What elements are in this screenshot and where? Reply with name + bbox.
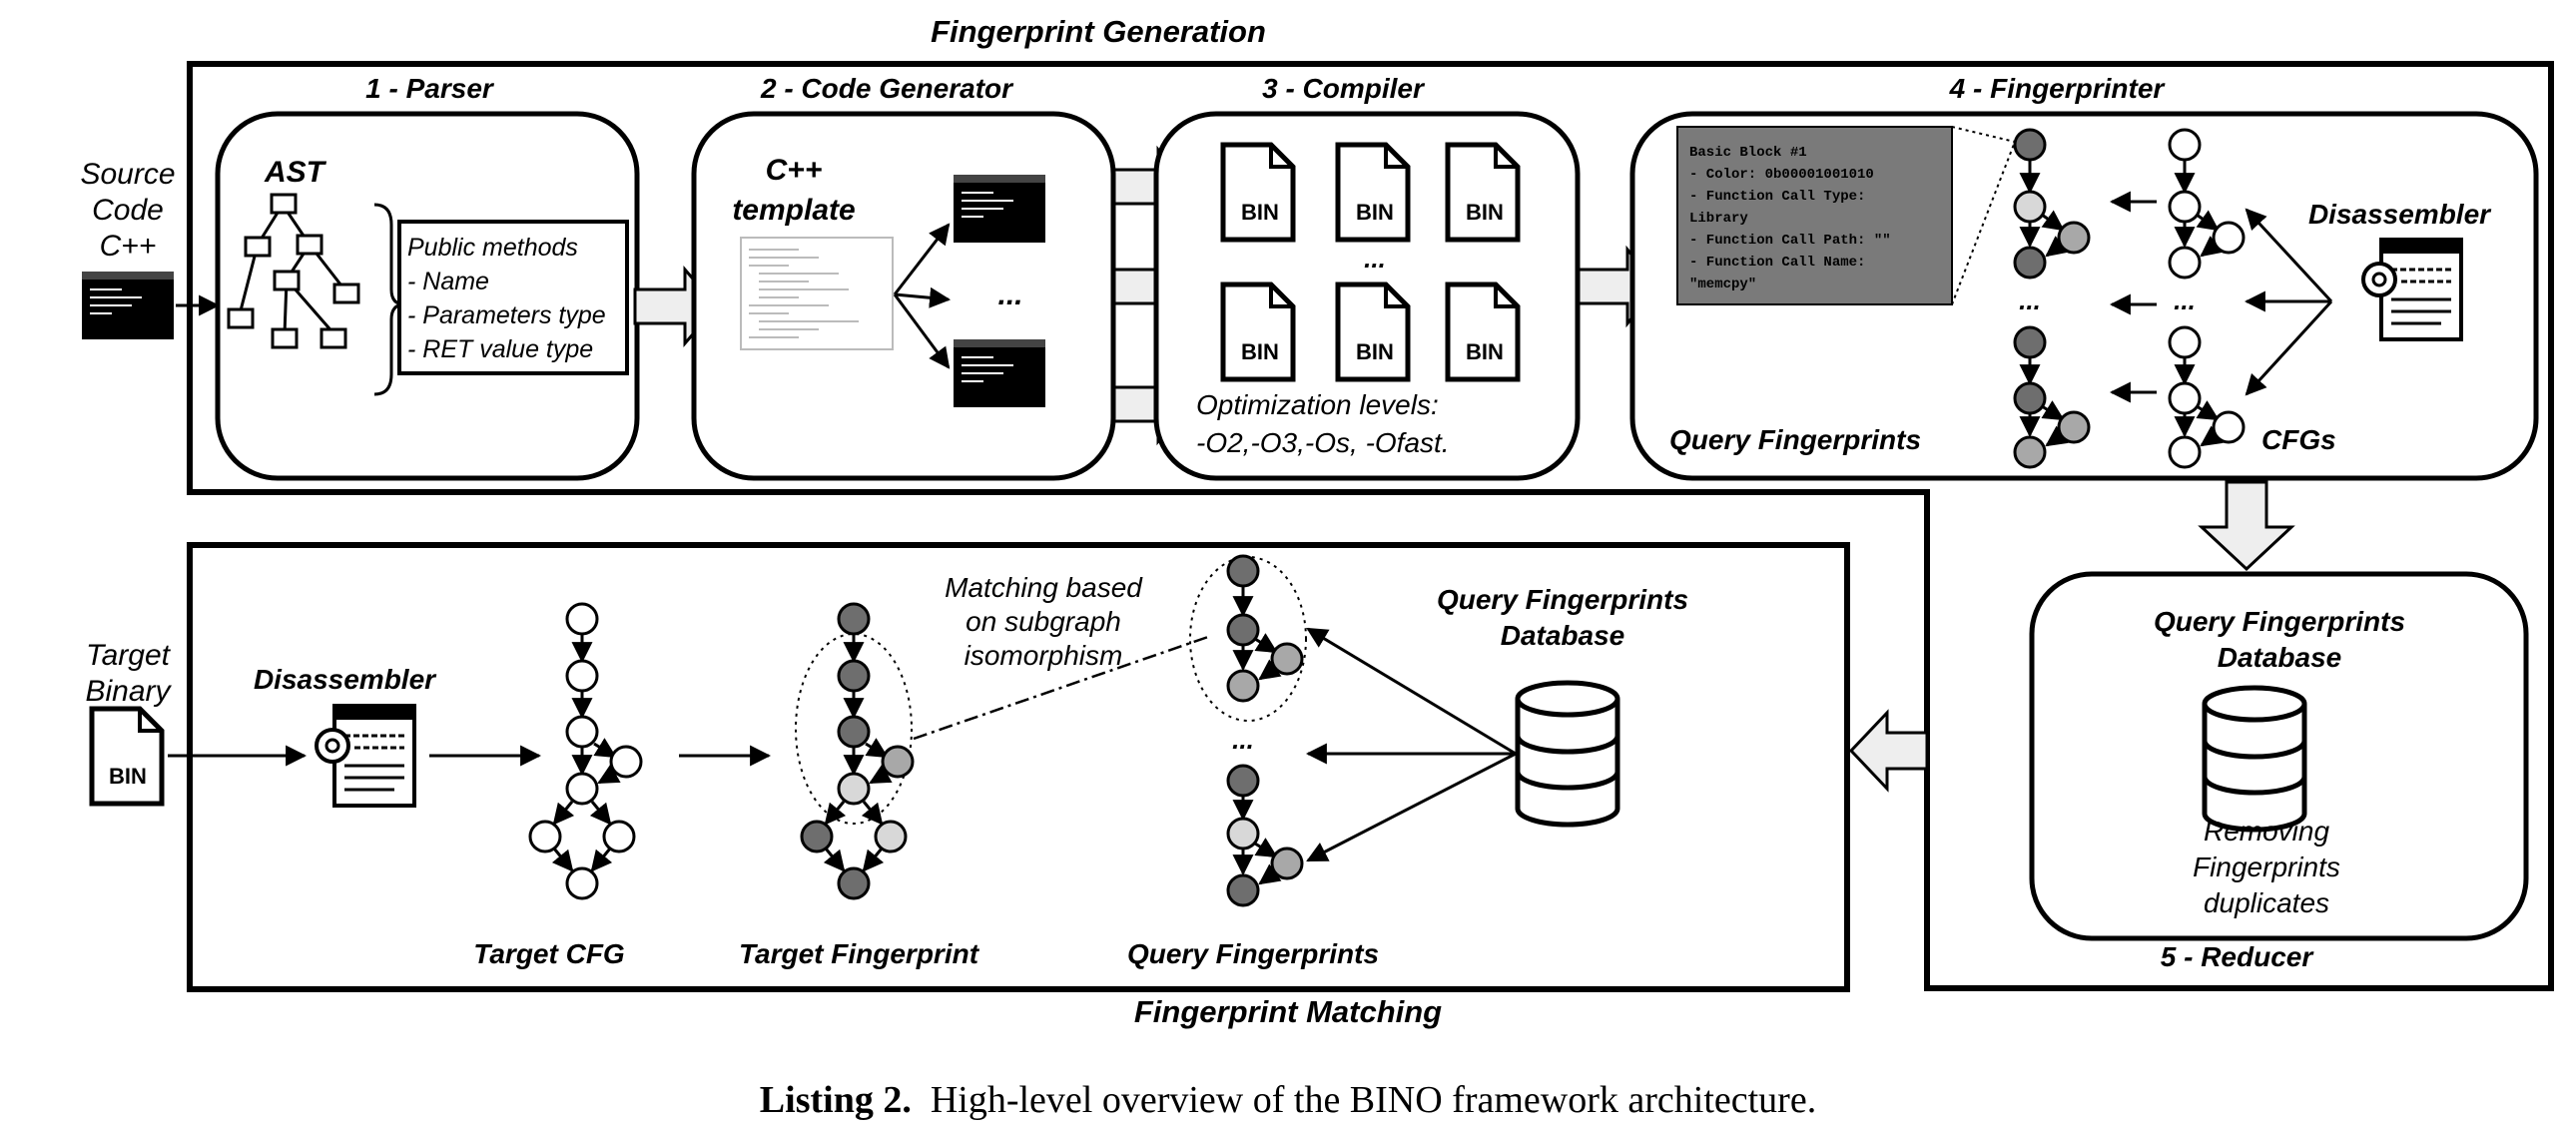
stage-codegen-title: 2 - Code Generator xyxy=(760,73,1014,104)
target-binary-label-2: Binary xyxy=(85,675,172,708)
code-line: "memcpy" xyxy=(1689,277,1756,292)
target-fingerprint-graph xyxy=(800,602,915,900)
template-document-icon xyxy=(740,237,894,350)
match-db-label-1: Query Fingerprints xyxy=(1437,584,1688,615)
generation-frame xyxy=(187,61,2554,991)
source-label-2: Code xyxy=(92,194,164,227)
reducer-db-label-1: Query Fingerprints xyxy=(2154,606,2405,637)
caption-text: High-level overview of the BINO framewor… xyxy=(930,1079,1817,1121)
match-disassembler-icon xyxy=(315,704,416,808)
match-database-icon xyxy=(1518,683,1617,825)
ast-label: AST xyxy=(264,156,327,189)
target-binary-label-1: Target xyxy=(86,639,172,672)
cpp-template-label-1: C++ xyxy=(766,154,823,187)
code-line: Library xyxy=(1689,211,1748,227)
target-binary-icon xyxy=(92,709,162,804)
cfg-graphs xyxy=(2168,128,2246,469)
reducer-db-label-2: Database xyxy=(2218,642,2342,673)
query-fingerprints-graphs xyxy=(2013,128,2091,469)
public-methods-box xyxy=(397,220,629,375)
target-fingerprint-label: Target Fingerprint xyxy=(739,938,980,969)
source-label-3: C++ xyxy=(100,230,157,263)
figure-caption: Listing 2. High-level overview of the BI… xyxy=(0,1078,2576,1122)
reducer-database-icon xyxy=(2205,688,2304,830)
target-bin-label: BIN xyxy=(109,764,147,789)
match-query-fingerprints-graphs xyxy=(1226,554,1304,907)
matching-frame xyxy=(187,542,1850,992)
stage-fingerprinter-title: 4 - Fingerprinter xyxy=(1949,73,2167,104)
stage-reducer-title: 5 - Reducer xyxy=(2161,941,2315,972)
architecture-diagram: Fingerprint Generation Fingerprint Match… xyxy=(80,14,2554,1029)
matching-note-3: isomorphism xyxy=(965,640,1123,671)
public-methods-item: - Parameters type xyxy=(407,301,606,329)
optimization-levels-values: -O2,-O3,-Os, -Ofast. xyxy=(1196,427,1450,458)
public-methods-item: - Name xyxy=(407,268,489,295)
match-disassembler-label: Disassembler xyxy=(254,664,437,695)
bin-label: BIN xyxy=(1466,200,1504,225)
cpp-template-label-2: template xyxy=(732,194,855,227)
cfg-ellipsis: ... xyxy=(2174,285,2196,315)
query-fp-ellipsis: ... xyxy=(2019,285,2041,315)
match-db-label-2: Database xyxy=(1501,620,1625,651)
ast-tree-icon xyxy=(227,193,360,349)
reducer-note-2: Fingerprints xyxy=(2193,851,2340,882)
reducer-note-1: Removing xyxy=(2204,816,2329,847)
cfgs-label: CFGs xyxy=(2261,424,2336,455)
bin-label: BIN xyxy=(1356,200,1394,225)
fingerprint-matching-title: Fingerprint Matching xyxy=(1134,994,1442,1029)
source-terminal-icon xyxy=(81,271,175,340)
bin-label: BIN xyxy=(1241,339,1279,364)
query-fingerprints-label: Query Fingerprints xyxy=(1669,424,1921,455)
bin-label: BIN xyxy=(1466,339,1504,364)
code-line: - Function Call Path: "" xyxy=(1689,233,1891,249)
stage-compiler-title: 3 - Compiler xyxy=(1262,73,1426,104)
db-to-query-arrows xyxy=(1305,627,1517,862)
generated-code-icon xyxy=(953,338,1046,408)
stage-parser-title: 1 - Parser xyxy=(365,73,495,104)
bin-label: BIN xyxy=(1241,200,1279,225)
source-code-group: Source Code C++ xyxy=(80,158,176,340)
basic-block-info-box xyxy=(1676,126,1953,305)
match-query-fingerprints-label: Query Fingerprints xyxy=(1127,938,1379,969)
matching-note-2: on subgraph xyxy=(966,606,1121,637)
caption-label: Listing 2. xyxy=(759,1079,912,1121)
source-label-1: Source xyxy=(80,158,175,191)
code-line: - Function Call Name: xyxy=(1689,255,1865,271)
codegen-ellipsis: ... xyxy=(997,279,1022,311)
compiler-ellipsis: ... xyxy=(1364,244,1386,274)
public-methods-item: - RET value type xyxy=(407,335,593,363)
fp-disassembler-label: Disassembler xyxy=(2308,199,2492,230)
matching-note-1: Matching based xyxy=(945,572,1143,603)
target-cfg-label: Target CFG xyxy=(473,938,624,969)
code-line: Basic Block #1 xyxy=(1689,145,1807,161)
target-cfg-graph xyxy=(528,602,643,900)
code-line: - Color: 0b00001001010 xyxy=(1689,167,1874,183)
code-line: - Function Call Type: xyxy=(1689,189,1865,205)
public-methods-label: Public methods xyxy=(407,234,578,262)
bin-label: BIN xyxy=(1356,339,1394,364)
optimization-levels-label: Optimization levels: xyxy=(1196,389,1439,420)
match-query-ellipsis: ... xyxy=(1232,725,1254,755)
reducer-note-3: duplicates xyxy=(2204,887,2329,918)
cfg-to-fp-arrows xyxy=(2109,191,2333,403)
fingerprint-generation-title: Fingerprint Generation xyxy=(931,14,1266,49)
generated-code-icon xyxy=(953,174,1046,244)
